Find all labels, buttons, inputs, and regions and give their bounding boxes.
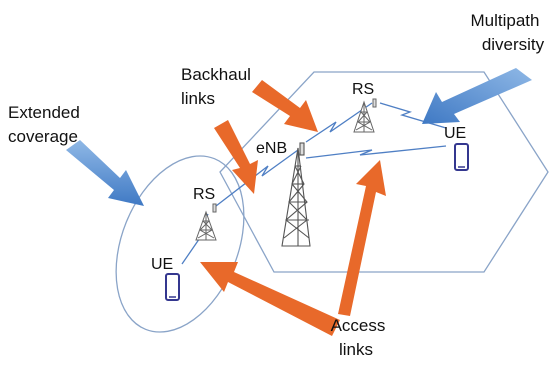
rs-left-tower-icon — [195, 203, 217, 241]
enb-tower-icon — [281, 142, 311, 247]
orange-arrows — [200, 80, 386, 336]
ue-left-phone-icon — [165, 273, 180, 301]
access-arrow-left — [200, 262, 340, 336]
access-link-enb-ue — [305, 145, 447, 159]
multipath-label-line1: Multipath — [471, 11, 540, 30]
ue-right-phone-icon — [454, 143, 469, 171]
ue-left-label: UE — [151, 256, 173, 273]
extended-label-line2: coverage — [8, 127, 78, 146]
enb-label: eNB — [256, 140, 287, 157]
access-label-line2: links — [339, 340, 373, 359]
extended-coverage-arrow — [66, 140, 144, 206]
backhaul-link-top — [305, 102, 373, 143]
rs-top-tower-icon — [353, 98, 377, 133]
multipath-label-line2: diversity — [482, 35, 545, 54]
backhaul-label-line1: Backhaul — [181, 65, 251, 84]
ue-right-label: UE — [444, 125, 466, 142]
backhaul-arrow-left — [214, 120, 258, 194]
extended-label-line1: Extended — [8, 103, 80, 122]
backhaul-arrow-top — [252, 80, 318, 132]
multipath-arrow — [422, 68, 532, 124]
rs-top-label: RS — [352, 81, 374, 98]
backhaul-label-line2: links — [181, 89, 215, 108]
cell-hexagon — [219, 71, 549, 273]
access-arrow-up — [338, 160, 386, 316]
backhaul-link-left — [215, 149, 299, 207]
rs-left-label: RS — [193, 186, 215, 203]
access-label-line1: Access — [331, 316, 386, 335]
